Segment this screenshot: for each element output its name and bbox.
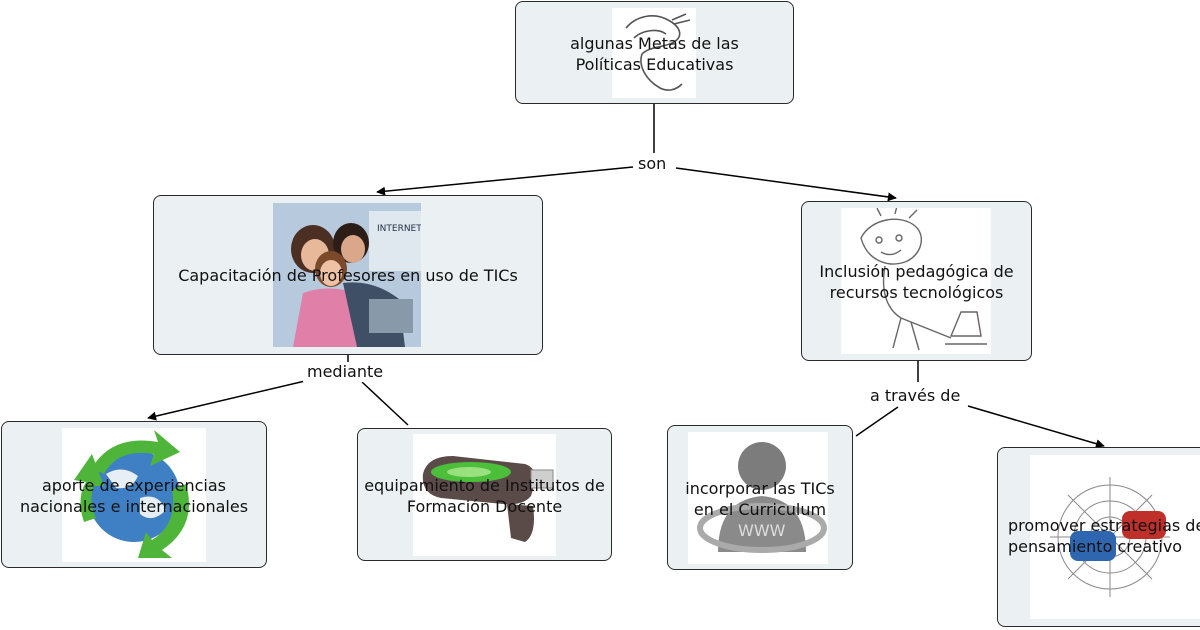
www-user-icon: WWW bbox=[688, 432, 828, 564]
node-capacitacion-label: Capacitación de Profesores en uso de TIC… bbox=[178, 266, 518, 285]
node-aporte[interactable]: aporte de experiencias nacionales e inte… bbox=[1, 421, 267, 568]
node-aporte-label: aporte de experiencias nacionales e inte… bbox=[19, 476, 249, 516]
node-equipamiento-label: equipamiento de Institutos de Formación … bbox=[364, 476, 605, 516]
node-root[interactable]: algunas Metas de las Políticas Educativa… bbox=[515, 1, 794, 104]
node-incorporar[interactable]: WWW incorporar las TICs en el Curriculum bbox=[667, 425, 853, 570]
node-root-label: algunas Metas de las Políticas Educativa… bbox=[570, 34, 739, 74]
hand-drawing-icon bbox=[612, 8, 696, 98]
link-a-traves-de: a través de bbox=[866, 386, 965, 406]
edge-mediante-aporte bbox=[147, 380, 306, 421]
usb-flash-drive-icon bbox=[413, 434, 556, 556]
edge-son-capacitacion bbox=[376, 166, 634, 196]
link-son: son bbox=[634, 154, 671, 174]
cartoon-person-at-laptop-icon bbox=[841, 205, 991, 354]
edge-atraves-promover bbox=[967, 405, 1105, 449]
edge-mediante-equipamiento bbox=[361, 381, 409, 426]
node-equipamiento[interactable]: equipamiento de Institutos de Formación … bbox=[357, 428, 612, 561]
node-inclusion-label: Inclusión pedagógica de recursos tecnoló… bbox=[819, 262, 1014, 302]
node-inclusion[interactable]: Inclusión pedagógica de recursos tecnoló… bbox=[801, 201, 1032, 361]
edge-son-inclusion bbox=[675, 167, 897, 202]
recycling-globe-icon bbox=[62, 428, 206, 562]
family-at-computer-photo: INTERNET bbox=[273, 203, 422, 347]
link-mediante: mediante bbox=[303, 362, 388, 382]
node-capacitacion[interactable]: INTERNET Capacitación de Profesores en u… bbox=[153, 195, 543, 355]
svg-text:INTERNET: INTERNET bbox=[377, 224, 421, 234]
chat-bubbles-web-icon bbox=[1030, 455, 1200, 619]
edge-atraves-incorporar bbox=[855, 406, 899, 437]
node-incorporar-label: incorporar las TICs en el Curriculum bbox=[685, 479, 835, 519]
svg-text:WWW: WWW bbox=[738, 521, 786, 540]
